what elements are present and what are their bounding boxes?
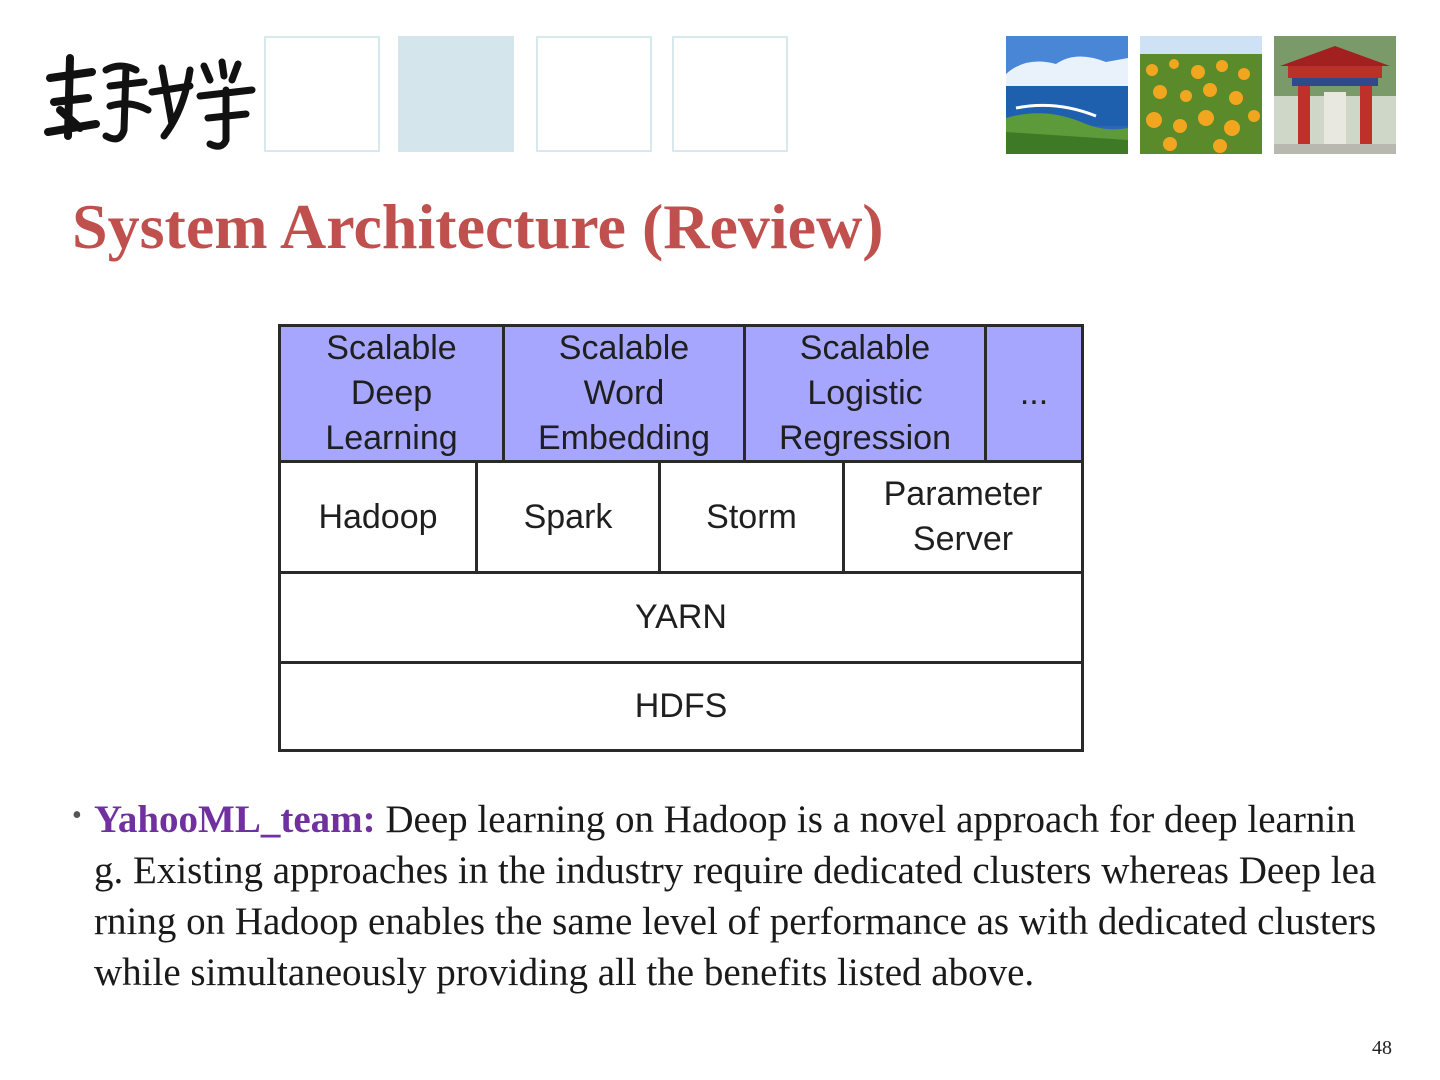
architecture-diagram: Scalable Deep Learning Scalable Word Emb… [278, 324, 1084, 752]
slide-title: System Architecture (Review) [72, 191, 884, 262]
cell-storm: Storm [661, 463, 845, 574]
cell-more-applications: ... [987, 327, 1081, 463]
cell-spark: Spark [478, 463, 661, 574]
temple-gate-photo [1274, 36, 1396, 154]
page-number: 48 [1372, 1037, 1392, 1059]
bullet-item: YahooML_team: Deep learning on Hadoop is… [94, 794, 1382, 998]
lily-field-photo [1140, 36, 1262, 154]
header-square-1 [264, 36, 380, 152]
cell-scalable-deep-learning: Scalable Deep Learning [281, 327, 505, 463]
cell-scalable-word-embedding: Scalable Word Embedding [505, 327, 746, 463]
university-logo [44, 54, 256, 150]
header-square-2 [398, 36, 514, 152]
coastline-photo [1006, 36, 1128, 154]
header-square-4 [672, 36, 788, 152]
cell-parameter-server: Parameter Server [845, 463, 1081, 574]
bullet-marker: • [72, 800, 82, 831]
cell-hdfs: HDFS [634, 687, 728, 725]
cell-yarn: YARN [281, 574, 1081, 664]
header-square-3 [536, 36, 652, 152]
cell-scalable-logistic-regression: Scalable Logistic Regression [746, 327, 987, 463]
bullet-label: YahooML_team: [94, 798, 376, 841]
bullet-list: • YahooML_team: Deep learning on Hadoop … [72, 794, 1382, 998]
cell-hadoop: Hadoop [281, 463, 478, 574]
bullet-body: Deep learning on Hadoop is a novel appro… [94, 798, 1377, 994]
